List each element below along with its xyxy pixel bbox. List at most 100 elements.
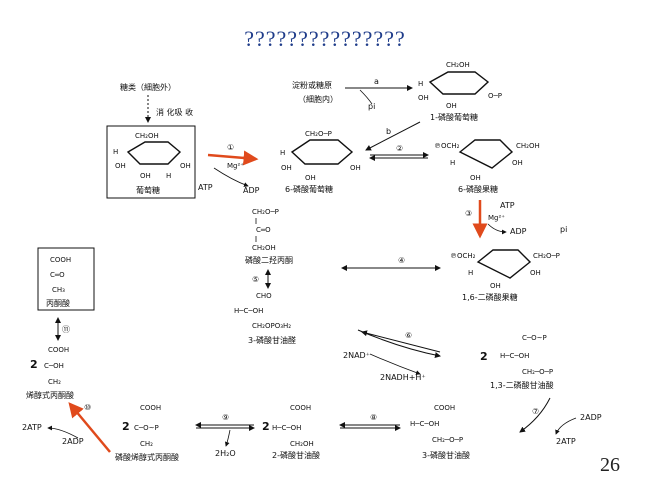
atp-label-1: ATP: [198, 183, 213, 192]
svg-text:OH: OH: [305, 174, 316, 182]
glucose-6p-label: 6-磷酸葡萄糖: [285, 184, 333, 194]
svg-text:OH: OH: [418, 94, 429, 102]
step-2-number: ②: [396, 144, 403, 153]
g3p-formula-1: CHO: [256, 292, 272, 300]
enol-formula-3: CH₂: [48, 378, 61, 386]
svg-text:CH₂OH: CH₂OH: [446, 61, 470, 69]
bpg13-formula-1: C─O~P: [522, 334, 547, 342]
svg-text:OH: OH: [115, 162, 126, 170]
pyruvate-formula-2: C═O: [50, 271, 65, 279]
adp-label-3: ADP: [510, 227, 527, 236]
svg-text:H: H: [113, 148, 118, 156]
adp-label-7: 2ADP: [580, 413, 602, 422]
enol-pyruvate-label: 烯醇式丙酮酸: [26, 390, 74, 400]
glucose-6p-ring: CH₂O─P H OH OH OH: [280, 130, 361, 182]
svg-text:OH: OH: [490, 282, 501, 290]
pg3-formula-1: COOH: [434, 404, 455, 412]
atp-label-3: ATP: [500, 201, 515, 210]
bpg13-label: 1,3-二磷酸甘油酸: [490, 380, 554, 390]
mg-label-1: Mg²⁺: [227, 162, 244, 170]
bpg13-coeff: 2: [480, 350, 488, 363]
step-5-number: ⑤: [252, 275, 259, 284]
pyruvate-formula-3: CH₃: [52, 286, 65, 294]
svg-text:H: H: [468, 269, 473, 277]
h2o-label: 2H₂O: [215, 449, 236, 458]
svg-text:℗OCH₂: ℗OCH₂: [450, 252, 476, 260]
step-9-number: ⑨: [222, 413, 229, 422]
svg-text:H: H: [166, 172, 171, 180]
digest-absorb-label: 消 化吸 收: [156, 107, 193, 117]
svg-text:H: H: [450, 159, 455, 167]
dhap-formula-1: CH₂O─P: [252, 208, 279, 216]
glucose-ring: CH₂OH H OH OH OH H: [113, 132, 191, 180]
svg-text:CH₂OH: CH₂OH: [135, 132, 159, 140]
svg-text:OH: OH: [281, 164, 292, 172]
pg2-coeff: 2: [262, 420, 270, 433]
step-11-number: ⑪: [62, 325, 70, 334]
step-b-label: b: [386, 127, 391, 136]
in-cell-label: （細胞内）: [298, 94, 338, 104]
pep-label: 磷酸烯醇式丙酮酸: [115, 452, 179, 462]
svg-text:O─P: O─P: [488, 92, 502, 100]
svg-text:OH: OH: [350, 164, 361, 172]
slide-title: ???????????????: [244, 26, 406, 51]
step-6-number: ⑥: [405, 331, 412, 340]
dhap-formula-3: CH₂OH: [252, 244, 276, 252]
g3p-label: 3-磷酸甘油醛: [248, 335, 296, 345]
svg-text:CH₂O─P: CH₂O─P: [533, 252, 560, 260]
pyruvate-box: [37, 247, 95, 311]
pyruvate-label: 丙酮酸: [46, 298, 70, 308]
pep-formula-3: CH₂: [140, 440, 153, 448]
svg-text:OH: OH: [446, 102, 457, 110]
bpg13-formula-2: H─C─OH: [500, 352, 529, 360]
step-1-number: ①: [227, 143, 234, 152]
glucose-label: 葡萄糖: [136, 185, 160, 195]
glucose-1p-label: 1-磷酸葡萄糖: [430, 112, 478, 122]
adp-label-10: 2ADP: [62, 437, 84, 446]
svg-text:OH: OH: [140, 172, 151, 180]
pg3-formula-3: CH₂─O─P: [432, 436, 463, 444]
mg-label-3: Mg²⁺: [488, 214, 505, 222]
pyruvate-formula-1: COOH: [50, 256, 71, 264]
enol-formula-2: C─OH: [44, 362, 64, 370]
pi-label-a: pi: [368, 102, 375, 111]
nad-label: 2NAD⁺: [343, 351, 370, 360]
pi-label-3: pi: [560, 225, 567, 234]
svg-text:OH: OH: [180, 162, 191, 170]
svg-text:H: H: [418, 80, 423, 88]
fructose-6p-ring: ℗OCH₂ CH₂OH H OH OH: [434, 139, 540, 182]
dhap-formula-2: C═O: [256, 226, 271, 234]
reaction-1-arrow: [207, 150, 259, 166]
g3p-formula-2: H─C─OH: [234, 307, 263, 315]
pg2-label: 2-磷酸甘油酸: [272, 450, 320, 460]
pg3-formula-2: H─C─OH: [410, 420, 439, 428]
svg-text:CH₂O─P: CH₂O─P: [305, 130, 332, 138]
svg-text:OH: OH: [512, 159, 523, 167]
step-a-label: a: [374, 77, 379, 86]
pep-formula-1: COOH: [140, 404, 161, 412]
svg-text:OH: OH: [530, 269, 541, 277]
bpg13-formula-3: CH₂─O─P: [522, 368, 553, 376]
step-3-number: ③: [465, 209, 472, 218]
adp-label-1: ADP: [243, 186, 260, 195]
enol-formula-1: COOH: [48, 346, 69, 354]
pep-coeff: 2: [122, 420, 130, 433]
step-7-number: ⑦: [532, 407, 539, 416]
atp-label-7: 2ATP: [556, 437, 576, 446]
step-8-number: ⑧: [370, 413, 377, 422]
pg2-formula-3: CH₂OH: [290, 440, 314, 448]
fructose-16bp-label: 1,6-二磷酸果糖: [462, 292, 518, 302]
pg2-formula-1: COOH: [290, 404, 311, 412]
glucose-1p-ring: CH₂OH H OH O─P OH: [418, 61, 502, 110]
step-4-number: ④: [398, 256, 405, 265]
svg-text:CH₂OH: CH₂OH: [516, 142, 540, 150]
glucose-box: [106, 125, 196, 199]
starch-glycogen-label: 淀粉或糖原: [292, 80, 332, 90]
svg-text:OH: OH: [470, 174, 481, 182]
pg3-label: 3-磷酸甘油酸: [422, 450, 470, 460]
step-10-number: ⑩: [84, 403, 91, 412]
sugar-outside-label: 糖类（細胞外）: [120, 82, 176, 92]
dhap-label: 磷酸二羟丙酮: [245, 255, 293, 265]
reaction-10-arrow: [68, 402, 111, 453]
